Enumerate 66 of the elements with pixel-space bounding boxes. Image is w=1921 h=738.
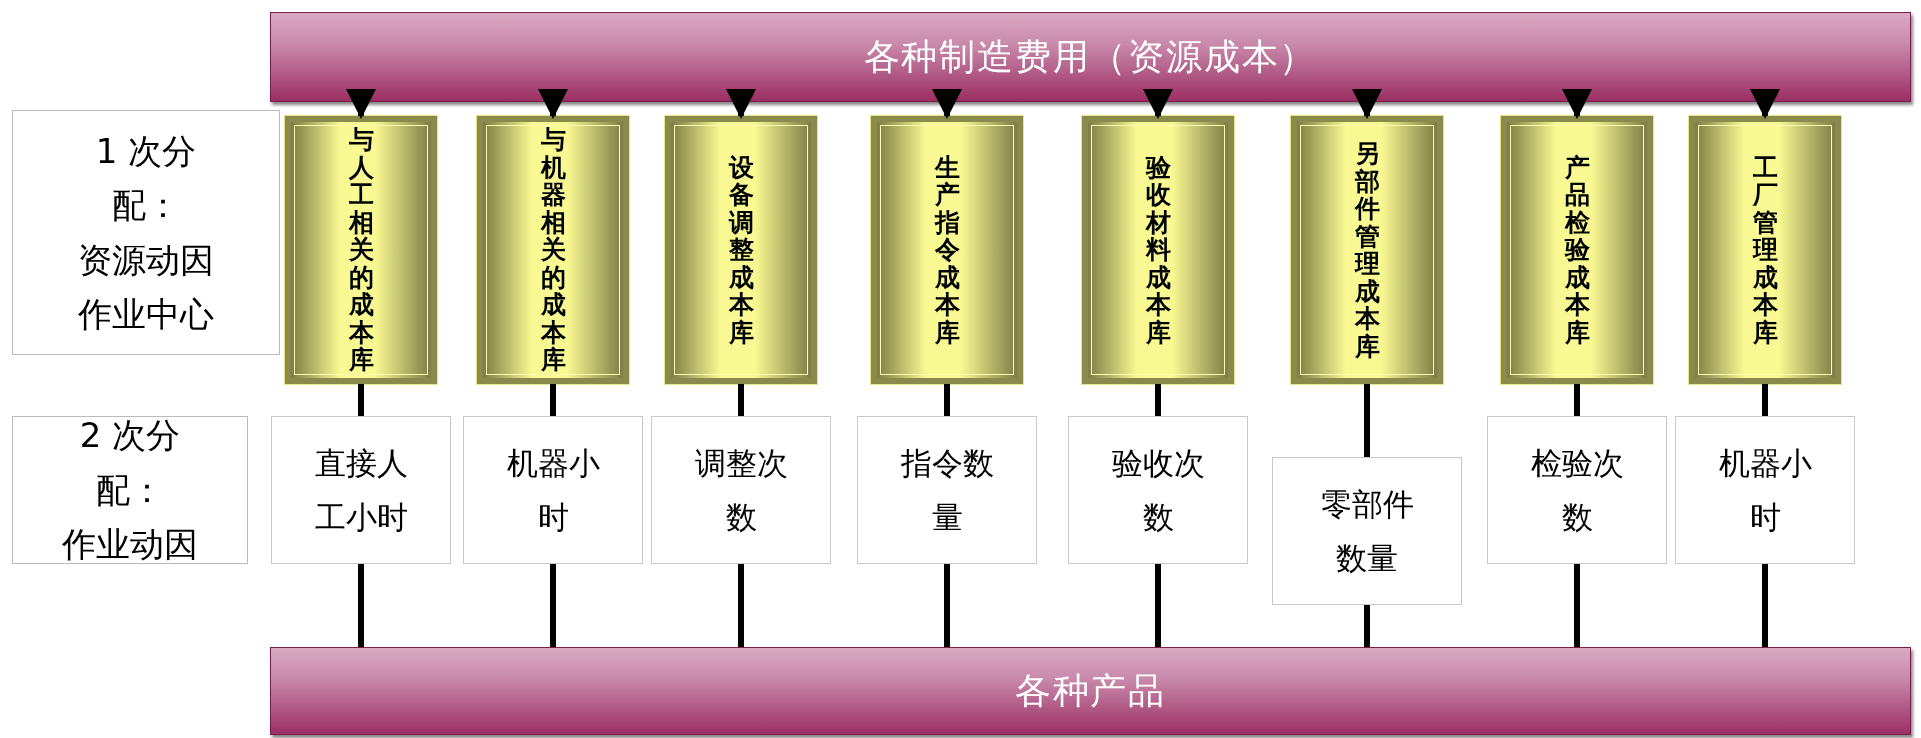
pool-label: 另部件管理成本库 (1354, 140, 1380, 360)
connector-line (1574, 384, 1580, 416)
bar-title: 各种产品 (1014, 669, 1167, 713)
bar-title: 各种制造费用（资源成本） (863, 35, 1318, 79)
arrow (1143, 89, 1173, 119)
driver-box (463, 416, 643, 564)
connector-line (1574, 564, 1580, 647)
connector-line (358, 564, 364, 647)
connector-line (550, 564, 556, 647)
driver-label: 验收次数 (1110, 443, 1206, 537)
arrow (932, 89, 962, 119)
note-text: 作业动因 (61, 523, 199, 567)
arrow (1750, 89, 1780, 119)
driver-box (1487, 416, 1667, 564)
driver-box (1675, 416, 1855, 564)
connector-line (944, 564, 950, 647)
pool-label: 设备调整成本库 (728, 153, 754, 347)
driver-label: 直接人工小时 (313, 443, 409, 537)
driver-label: 检验次数 (1529, 443, 1625, 537)
pool-label: 工厂管理成本库 (1752, 153, 1778, 347)
cost-pool-box (477, 116, 629, 384)
arrow (1562, 89, 1592, 119)
connector-line (550, 384, 556, 416)
connector-line (738, 384, 744, 416)
pool-label: 产品检验成本库 (1564, 153, 1590, 347)
connector-line (1364, 605, 1370, 647)
cost-pool-box (665, 116, 817, 384)
banner-bar (270, 12, 1911, 102)
driver-label: 机器小时 (505, 443, 601, 537)
driver-box (1068, 416, 1248, 564)
driver-label: 调整次数 (693, 443, 789, 537)
note-text: 1 次分配： (94, 129, 198, 228)
connector-line (1364, 384, 1370, 457)
connector-line (738, 564, 744, 647)
cost-pool-box (1689, 116, 1841, 384)
cost-pool-box (1501, 116, 1653, 384)
cost-pool-box (1082, 116, 1234, 384)
connector-line (944, 384, 950, 416)
connector-line (1762, 384, 1768, 416)
arrow (538, 89, 568, 119)
arrow (1352, 89, 1382, 119)
connector-line (1762, 564, 1768, 647)
driver-box (271, 416, 451, 564)
driver-box (857, 416, 1037, 564)
driver-label: 指令数量 (899, 443, 995, 537)
driver-box (1272, 457, 1462, 605)
connector-line (1155, 564, 1161, 647)
driver-label: 零部件数量 (1319, 484, 1415, 578)
note-text: 2 次分配： (78, 414, 182, 512)
cost-pool-box (285, 116, 437, 384)
driver-label: 机器小时 (1717, 443, 1813, 537)
pool-label: 与人工相关的成本库 (348, 126, 374, 374)
cost-pool-box (871, 116, 1023, 384)
cost-pool-box (1291, 116, 1443, 384)
pool-label: 验收材料成本库 (1145, 153, 1171, 347)
note-box (12, 416, 248, 564)
driver-box (651, 416, 831, 564)
arrow (346, 89, 376, 119)
pool-label: 与机器相关的成本库 (540, 126, 566, 374)
arrow (726, 89, 756, 119)
pool-label: 生产指令成本库 (934, 153, 960, 347)
note-text: 资源动因作业中心 (77, 238, 215, 336)
note-box (12, 110, 280, 355)
banner-bar (270, 647, 1911, 735)
connector-line (358, 384, 364, 416)
connector-line (1155, 384, 1161, 416)
